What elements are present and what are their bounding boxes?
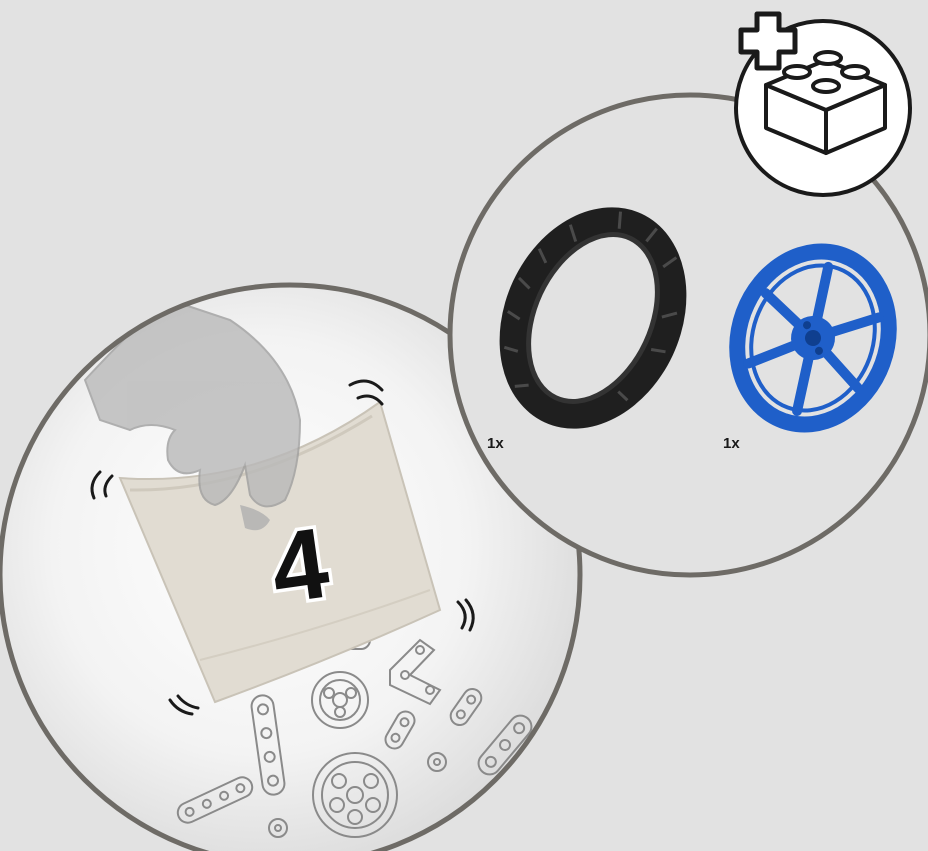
- tire-quantity: 1x: [487, 435, 504, 452]
- plus-brick-icon: [736, 14, 910, 195]
- rim-quantity: 1x: [723, 435, 740, 452]
